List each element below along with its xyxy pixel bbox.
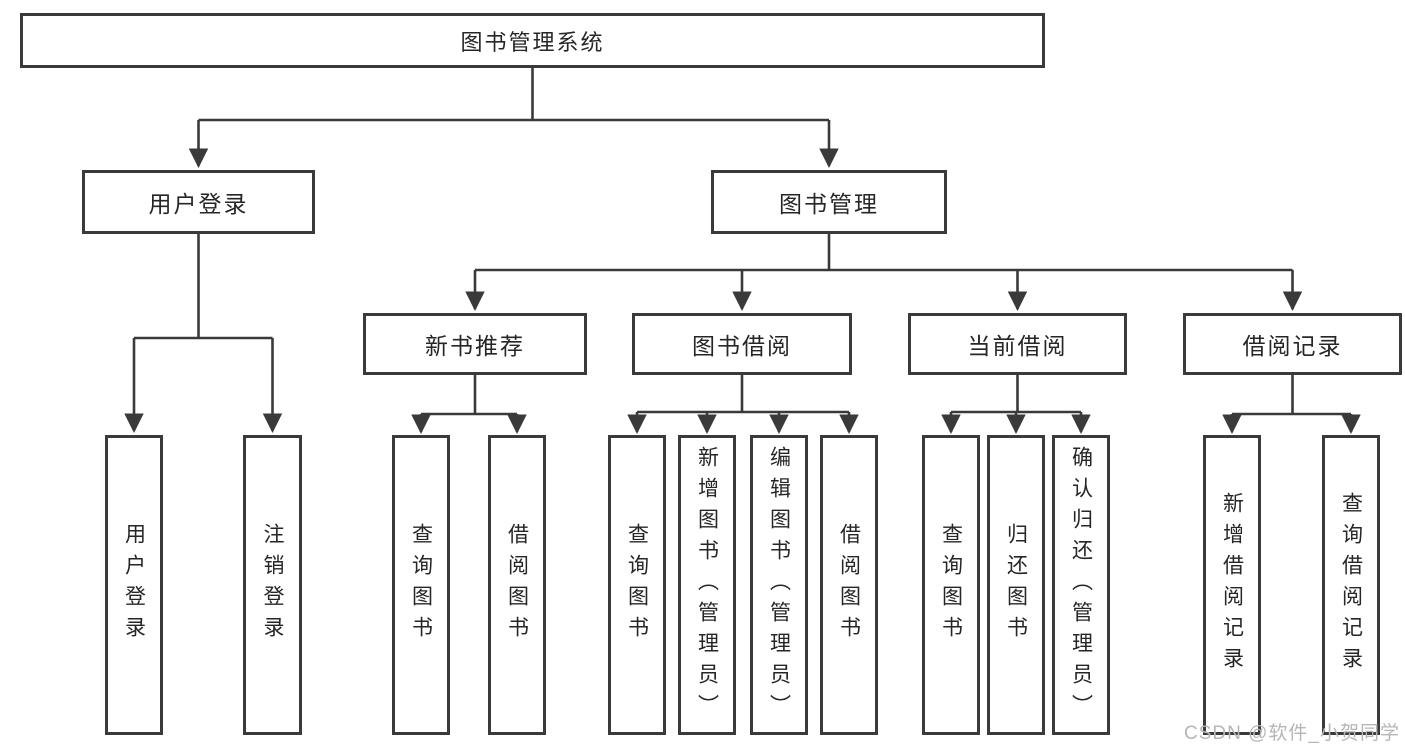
node-user-login-label: 用户登录: [148, 191, 249, 217]
leaf-borrow-borrow-book-label: 借阅图书: [837, 523, 861, 647]
leaf-recommend-query-book: 查询图书: [392, 435, 450, 735]
leaf-current-confirm-return: 确认归还（管理员）: [1052, 435, 1110, 735]
leaf-recommend-borrow-book: 借阅图书: [488, 435, 546, 735]
leaf-borrow-edit-book-label: 编辑图书（管理员）: [767, 445, 791, 725]
leaf-borrow-borrow-book: 借阅图书: [820, 435, 878, 735]
node-root-library-system: 图书管理系统: [20, 13, 1045, 68]
leaf-current-return-book: 归还图书: [987, 435, 1045, 735]
connector-new-book-trunk: [421, 375, 517, 416]
leaf-borrow-add-book-label: 新增图书（管理员）: [695, 445, 719, 725]
connector-root-trunk: [198, 68, 829, 122]
leaf-borrow-query-book: 查询图书: [608, 435, 666, 735]
leaf-borrow-add-book: 新增图书（管理员）: [678, 435, 736, 735]
leaf-records-query-record: 查询借阅记录: [1322, 435, 1380, 735]
leaf-user-login-label: 用户登录: [122, 523, 146, 647]
leaf-borrow-query-book-label: 查询图书: [625, 523, 649, 647]
node-new-book-recommend-label: 新书推荐: [425, 333, 525, 359]
connector-book-borrow-trunk: [637, 375, 849, 414]
node-book-borrow: 图书借阅: [632, 313, 852, 375]
connector-book-management-trunk: [475, 234, 1293, 272]
leaf-borrow-edit-book: 编辑图书（管理员）: [750, 435, 808, 735]
node-book-management-label: 图书管理: [779, 191, 879, 217]
node-root-label: 图书管理系统: [460, 29, 605, 55]
node-borrow-records-label: 借阅记录: [1242, 333, 1343, 359]
leaf-user-login: 用户登录: [105, 435, 163, 735]
connector-borrow-records-trunk: [1232, 375, 1351, 416]
leaf-records-add-record: 新增借阅记录: [1203, 435, 1261, 735]
leaf-records-query-record-label: 查询借阅记录: [1339, 492, 1363, 678]
node-user-login: 用户登录: [82, 170, 315, 234]
leaf-current-return-book-label: 归还图书: [1004, 523, 1028, 647]
connector-current-borrow-trunk: [951, 375, 1081, 414]
node-current-borrow-label: 当前借阅: [967, 333, 1068, 359]
connector-user-login-trunk: [134, 234, 273, 340]
node-book-management: 图书管理: [711, 170, 947, 234]
watermark: CSDN @软件_小贺同学: [1184, 723, 1400, 744]
leaf-recommend-query-book-label: 查询图书: [409, 523, 433, 647]
node-current-borrow: 当前借阅: [908, 313, 1127, 375]
leaf-logout-login-label: 注销登录: [261, 523, 284, 647]
leaf-current-confirm-return-label: 确认归还（管理员）: [1069, 445, 1093, 725]
leaf-records-add-record-label: 新增借阅记录: [1220, 492, 1244, 678]
node-new-book-recommend: 新书推荐: [363, 313, 587, 375]
node-book-borrow-label: 图书借阅: [692, 333, 792, 359]
leaf-current-query-book-label: 查询图书: [939, 523, 963, 647]
leaf-logout-login: 注销登录: [243, 435, 302, 735]
leaf-recommend-borrow-book-label: 借阅图书: [505, 523, 529, 647]
leaf-current-query-book: 查询图书: [922, 435, 980, 735]
node-borrow-records: 借阅记录: [1183, 313, 1402, 375]
